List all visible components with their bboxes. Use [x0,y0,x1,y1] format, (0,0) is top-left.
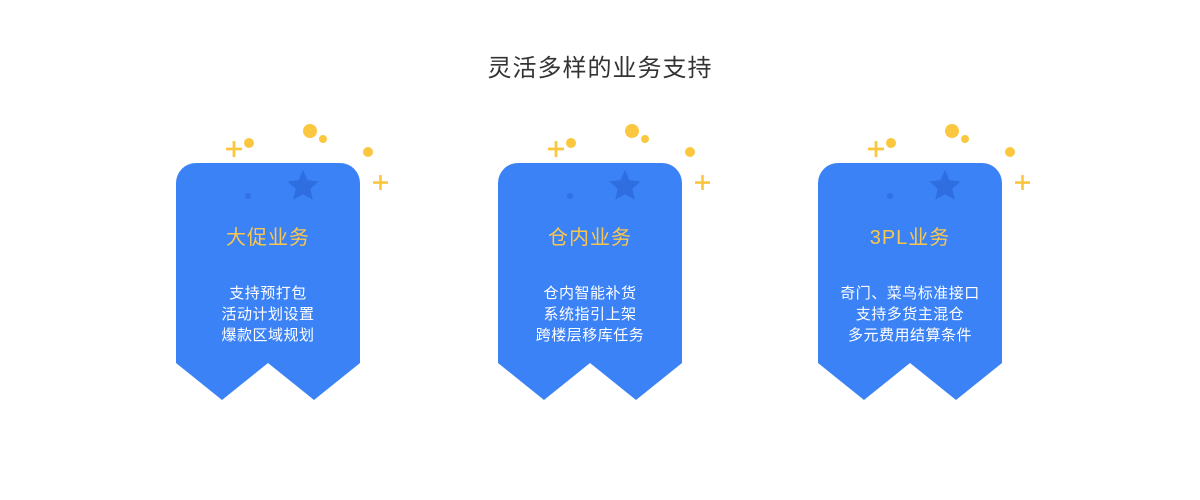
card-line: 支持多货主混仓 [855,306,965,323]
card-title: 3PL业务 [869,227,951,249]
card-3pl[interactable]: 3PL业务 奇门、菜鸟标准接口 支持多货主混仓 多元费用结算条件 [800,118,1030,408]
card-da-cu[interactable]: 大促业务 支持预打包 活动计划设置 爆款区域规划 [158,118,388,408]
card-line: 多元费用结算条件 [847,327,972,344]
card-line: 活动计划设置 [221,306,315,323]
card-line: 仓内智能补货 [543,285,637,302]
blue-dot-icon [887,193,893,199]
card-line: 支持预打包 [229,285,307,302]
gold-dot-small-left-icon [244,138,254,148]
card-cang-nei[interactable]: 仓内业务 仓内智能补货 系统指引上架 跨楼层移库任务 [480,118,710,408]
gold-dot-right-icon [685,147,695,157]
card-body: 仓内智能补货 系统指引上架 跨楼层移库任务 [480,283,700,346]
card-title: 仓内业务 [548,227,632,249]
card-line: 奇门、菜鸟标准接口 [840,285,980,302]
card-body: 支持预打包 活动计划设置 爆款区域规划 [158,283,378,346]
blue-dot-icon [245,193,251,199]
gold-plus-left-icon [226,141,242,157]
gold-dot-small-left-icon [566,138,576,148]
card-line: 爆款区域规划 [221,327,315,344]
card-line: 系统指引上架 [543,306,637,323]
gold-dot-tiny-top-right-icon [641,135,649,143]
blue-dot-icon [567,193,573,199]
card-title: 大促业务 [226,227,310,249]
gold-dot-small-left-icon [886,138,896,148]
gold-dot-large-top-icon [945,124,959,138]
gold-dot-right-icon [363,147,373,157]
gold-dot-tiny-top-right-icon [961,135,969,143]
star-icon [928,169,962,202]
gold-plus-left-icon [868,141,884,157]
card-banner-shape [498,163,682,400]
card-banner-shape [176,163,360,400]
gold-plus-right-icon [695,175,710,190]
gold-dot-large-top-icon [303,124,317,138]
page-title: 灵活多样的业务支持 [487,55,713,82]
gold-dot-tiny-top-right-icon [319,135,327,143]
card-body: 奇门、菜鸟标准接口 支持多货主混仓 多元费用结算条件 [800,283,1020,346]
card-line: 跨楼层移库任务 [535,327,645,344]
star-icon [608,169,642,202]
gold-plus-right-icon [373,175,388,190]
card-banner-shape [818,163,1002,400]
gold-dot-right-icon [1005,147,1015,157]
gold-plus-left-icon [548,141,564,157]
star-icon [286,169,320,202]
gold-plus-right-icon [1015,175,1030,190]
gold-dot-large-top-icon [625,124,639,138]
